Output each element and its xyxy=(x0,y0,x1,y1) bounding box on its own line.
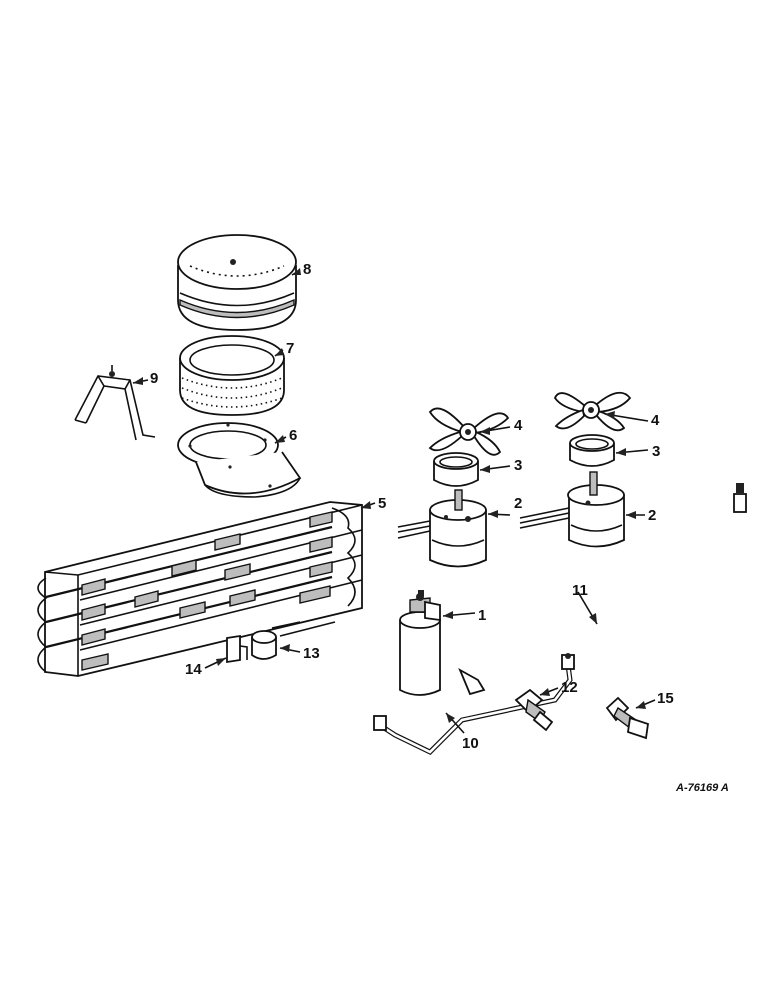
callout-7: 7 xyxy=(286,340,294,357)
perforated-screen-icon xyxy=(179,335,285,416)
fitting-icon xyxy=(605,696,649,740)
receiver-drier-icon xyxy=(399,590,441,696)
callout-5: 5 xyxy=(378,495,386,512)
fitting-icon xyxy=(514,688,554,732)
mounting-gasket-icon xyxy=(177,422,302,498)
tube-assembly-icon xyxy=(373,653,575,756)
callout-11: 11 xyxy=(572,582,588,599)
callout-2: 2 xyxy=(648,507,656,524)
callout-6: 6 xyxy=(289,427,297,444)
blower-motor-icon xyxy=(397,489,487,568)
callout-2: 2 xyxy=(514,495,522,512)
callout-labels: 1 2 2 3 3 4 4 5 6 7 8 9 10 11 12 13 14 1… xyxy=(150,261,674,752)
callout-4: 4 xyxy=(514,417,523,434)
callout-10: 10 xyxy=(462,735,479,752)
fan-blade-icon xyxy=(553,391,632,432)
callout-4: 4 xyxy=(651,412,660,429)
evaporator-coil-icon xyxy=(37,501,363,677)
callout-3: 3 xyxy=(652,443,660,460)
blower-motor-icon xyxy=(519,471,625,548)
motor-band-icon xyxy=(569,434,615,467)
callout-9: 9 xyxy=(150,370,158,387)
tube-assembly-icon xyxy=(458,483,747,696)
filter-cover-icon xyxy=(177,234,297,331)
mounting-bracket-icon xyxy=(74,365,156,441)
expansion-valve-icon xyxy=(251,630,277,660)
callout-8: 8 xyxy=(303,261,311,278)
callout-1: 1 xyxy=(478,607,486,624)
clip-icon xyxy=(226,634,248,664)
fan-blade-icon xyxy=(428,407,510,456)
drawing-reference-code: A-76169 A xyxy=(675,782,729,794)
callout-13: 13 xyxy=(303,645,320,662)
callout-14: 14 xyxy=(185,661,202,678)
callout-3: 3 xyxy=(514,457,522,474)
callout-12: 12 xyxy=(561,679,578,696)
callout-15: 15 xyxy=(657,690,674,707)
motor-band-icon xyxy=(433,452,479,487)
